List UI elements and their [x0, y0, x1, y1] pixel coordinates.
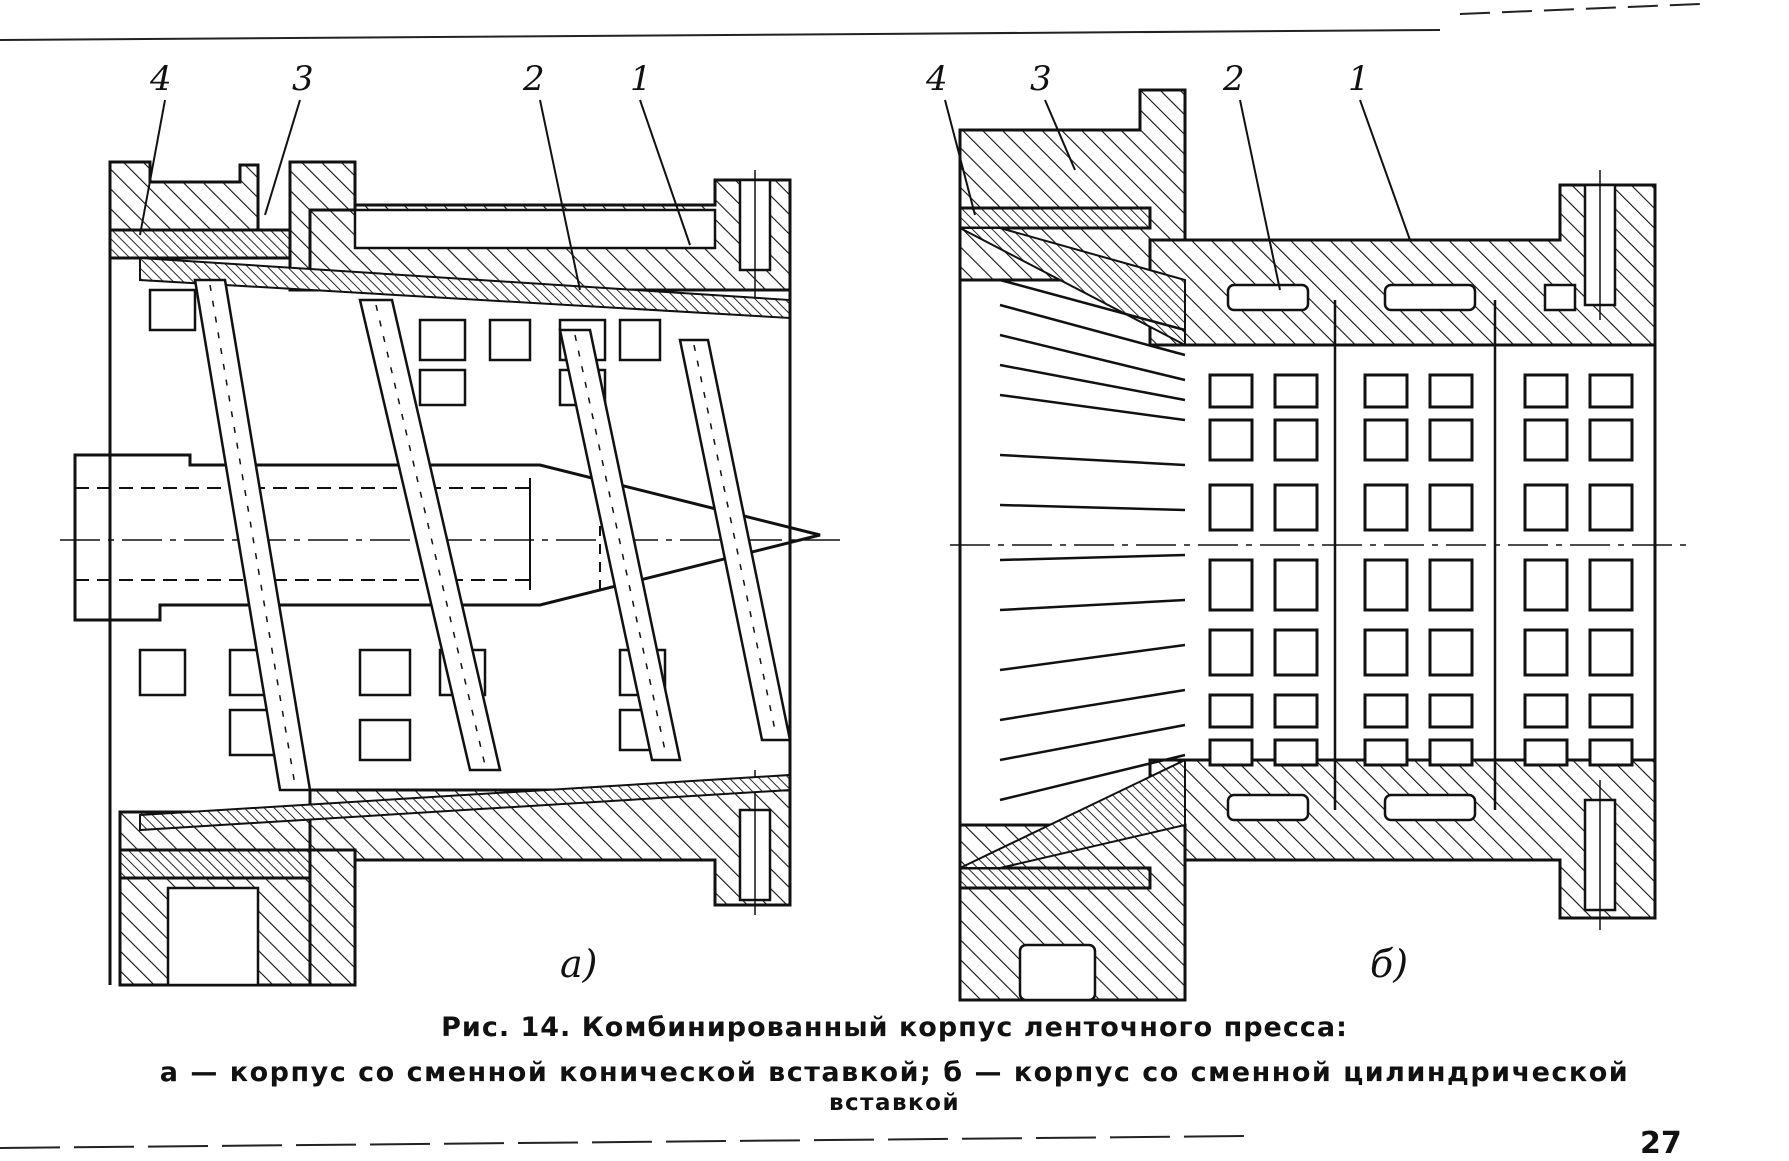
panel-b-insert-4-top	[958, 206, 1152, 230]
panel-b-callout-2: 2	[1223, 59, 1245, 99]
panel-a-drawing	[60, 160, 840, 987]
panel-a-screw-flights	[193, 278, 792, 792]
panel-b-cone-slits	[999, 278, 1186, 802]
panel-a-sublabel: а)	[560, 942, 598, 986]
panel-a-callout-4: 4	[150, 59, 172, 99]
page-number: 27	[1640, 1126, 1682, 1161]
panel-b-window-grid	[1208, 373, 1634, 767]
panel-b-ring-separators	[1333, 300, 1497, 810]
panel-b-body-1-top	[1148, 183, 1657, 347]
panel-a-insert-4-top	[108, 228, 297, 260]
figure-caption-title: Рис. 14. Комбинированный корпус ленточно…	[441, 1012, 1348, 1043]
panel-b-callout-4: 4	[926, 59, 948, 99]
panel-a-callout-2: 2	[523, 59, 545, 99]
figure-caption-line-1: а — корпус со сменной конической вставко…	[159, 1057, 1630, 1088]
panel-a-insert-4-bottom	[118, 848, 312, 880]
panel-a-bottom-cavity	[166, 886, 260, 987]
panel-b-callout-3: 3	[1030, 59, 1052, 99]
panel-b-sublabel: б)	[1370, 942, 1409, 986]
panel-b-cone-bottom	[959, 758, 1186, 869]
panel-b-drawing	[950, 88, 1690, 1002]
scan-border-lines	[0, 3, 1701, 1149]
panel-b-body-1-bottom	[1148, 758, 1657, 920]
panel-b-insert-4-bottom	[958, 866, 1152, 890]
panel-b-bottom-cavity	[1018, 943, 1097, 1002]
panel-b-leaders	[944, 99, 1411, 291]
panel-a-leaders	[139, 99, 691, 291]
panel-a-callout-1: 1	[630, 59, 652, 99]
panel-a-outline	[108, 162, 792, 985]
panel-a-flight-dashes	[209, 284, 777, 786]
panel-b-outline	[958, 130, 1657, 1000]
panel-b-callout-1: 1	[1348, 59, 1370, 99]
panel-a-callout-3: 3	[292, 59, 314, 99]
panel-a-top-recess	[353, 208, 717, 250]
figure-caption-line-2: вставкой	[828, 1090, 961, 1116]
